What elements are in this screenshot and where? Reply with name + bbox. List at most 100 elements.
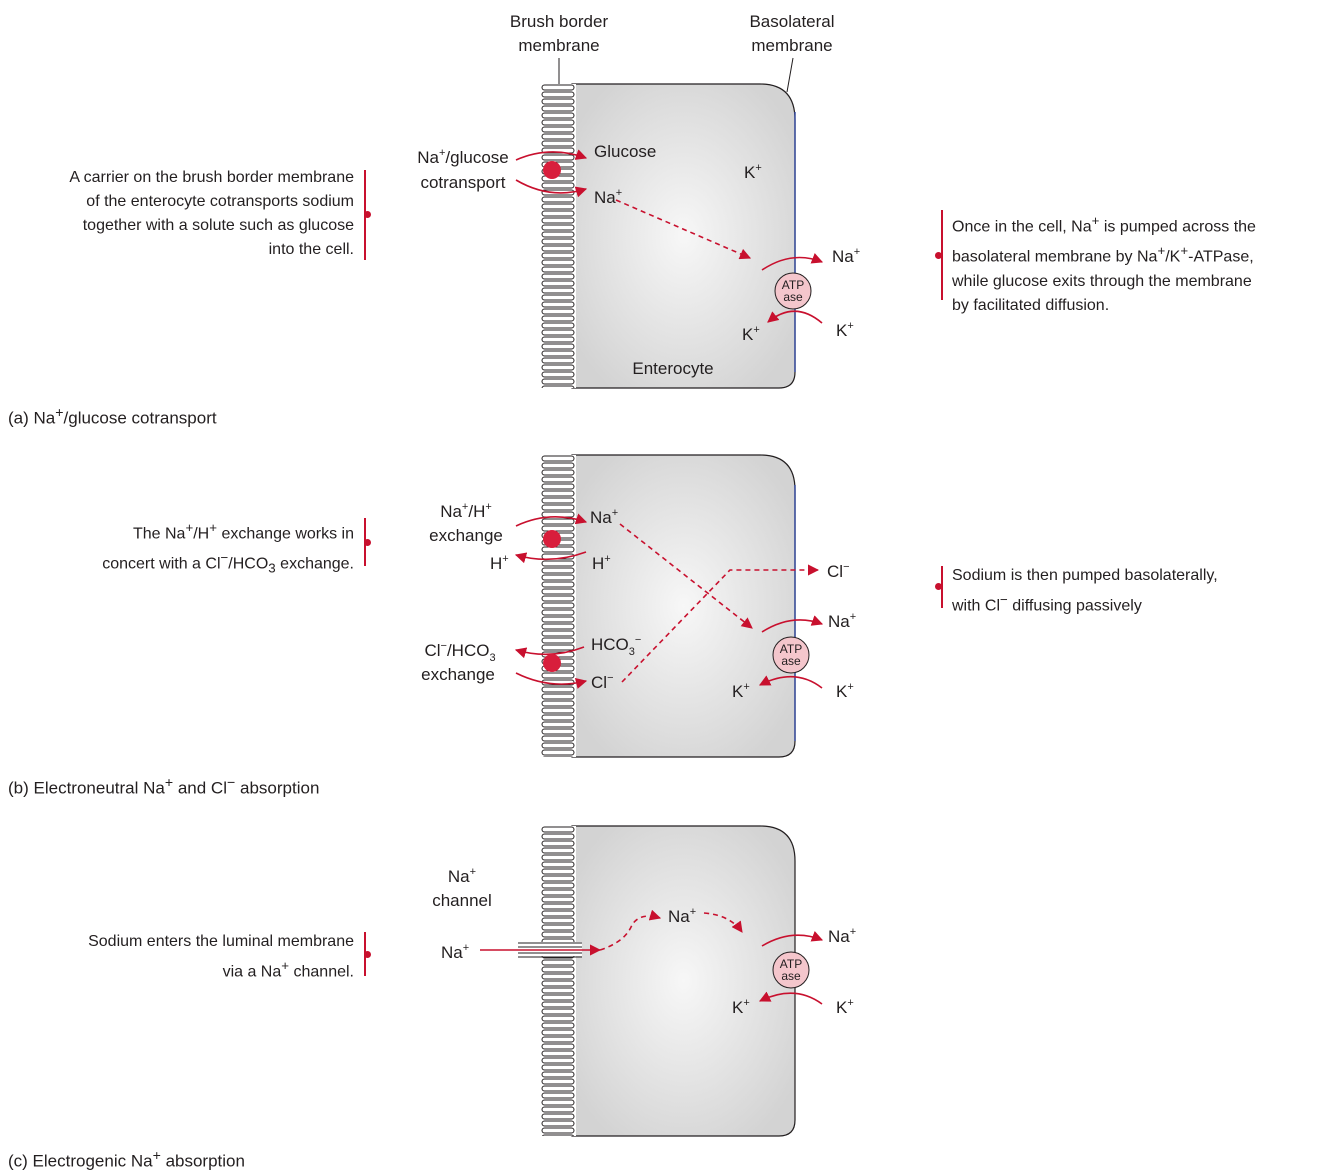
panel-b-labels: Na+/H+ exchange H+ Na+ H+ Cl−/HCO3 excha… [421, 501, 856, 701]
k-in-label: K+ [742, 324, 760, 344]
k-out-label: K+ [836, 320, 854, 340]
note-line: The Na+/H+ exchange works in [132, 520, 354, 543]
cl-in-label: Cl− [591, 672, 614, 692]
note-line: basolateral membrane by Na+/K+-ATPase, [952, 243, 1254, 266]
note-line: while glucose exits through the membrane [952, 272, 1252, 290]
panel-c-labels: Na+ channel Na+ Na+ Na+ K+ K+ [432, 866, 856, 1017]
panel-a-right-note: Once in the cell, Na+ is pumped across t… [952, 209, 1332, 318]
k-pump-in-arrow-b [759, 675, 823, 689]
na-lumen-label: Na+ [441, 942, 469, 962]
cl-in-arrow [515, 672, 588, 689]
na-in-arrow [515, 179, 588, 198]
note-line: together with a solute such as glucose [82, 217, 354, 234]
brush-border-label: Brush border [510, 12, 609, 31]
panel-b-right-bar-dot [935, 583, 942, 590]
panel-a-cell [540, 83, 796, 389]
panel-b-caption: (b) Electroneutral Na+ and Cl− absorptio… [8, 775, 320, 798]
na-h-exchange-label-2: exchange [429, 526, 503, 545]
glucose-label: Glucose [594, 142, 656, 161]
na-channel-label-2: channel [432, 891, 492, 910]
panel-b-arrows [514, 513, 824, 689]
hco3-out-arrow [514, 646, 585, 659]
panel-c-cell [540, 825, 796, 1137]
na-channel [518, 942, 582, 958]
panel-c-left-bar-dot [364, 951, 371, 958]
panel-a-labels: Na+/glucose cotransport Glucose Na+ K+ N… [417, 142, 860, 378]
na-in-label: Na+ [594, 187, 622, 207]
cl-hco3-exchange-label: Cl−/HCO3 [424, 640, 495, 664]
brush-border-microvilli-b [540, 455, 576, 757]
cl-hco3-exchange-label-2: exchange [421, 665, 495, 684]
panel-c-arrows [480, 909, 824, 1005]
note-line: Sodium enters the luminal membrane [88, 933, 354, 950]
svg-text:ATP: ATP [780, 957, 802, 971]
na-out-label: Na+ [832, 246, 860, 266]
na-cell-label: Na+ [668, 906, 696, 926]
h-out-label: H+ [490, 553, 509, 573]
svg-text:ATP: ATP [780, 642, 802, 656]
na-pump-out-arrow-c [761, 931, 824, 947]
note-line: with Cl− diffusing passively [952, 592, 1142, 615]
na-pump-out-arrow [761, 253, 824, 271]
note-line: of the enterocyte cotransports sodium [86, 193, 354, 210]
cotransport-label-2: cotransport [420, 173, 505, 192]
panel-c-left-note: Sodium enters the luminal membrane via a… [10, 930, 354, 984]
na-in-label-b: Na+ [590, 507, 618, 527]
panel-a-left-bar-dot [364, 211, 371, 218]
svg-text:ATP: ATP [782, 278, 804, 292]
na-h-exchanger-dot [543, 530, 561, 548]
na-out-label-c: Na+ [828, 926, 856, 946]
note-line: Sodium is then pumped basolaterally, [952, 567, 1218, 584]
panel-a-left-note: A carrier on the brush border membrane o… [10, 166, 354, 262]
na-diffuse-arrow-c2 [703, 912, 743, 933]
basolateral-leader [786, 57, 794, 93]
k-cell-label: K+ [744, 162, 762, 182]
svg-text:ase: ase [781, 654, 801, 668]
basolateral-label: Basolateral [749, 12, 834, 31]
note-line: A carrier on the brush border membrane [69, 169, 354, 186]
note-line: concert with a Cl−/HCO3 exchange. [102, 550, 354, 576]
glucose-in-arrow [515, 149, 588, 161]
na-pump-out-arrow-b [761, 615, 824, 633]
note-line: Once in the cell, Na+ is pumped across t… [952, 213, 1256, 236]
na-h-exchange-label: Na+/H+ [440, 501, 492, 521]
panel-c-pump: ATP ase [772, 951, 810, 989]
enterocyte-label: Enterocyte [632, 359, 713, 378]
h-in-label: H+ [592, 553, 611, 573]
panel-b-cell [540, 454, 796, 758]
na-in-arrow-b [515, 513, 588, 527]
brush-border-label-2: membrane [518, 36, 599, 55]
na-diffuse-arrow [615, 199, 752, 260]
panel-b-right-bar [941, 566, 943, 608]
svg-text:ase: ase [781, 969, 801, 983]
k-in-label-c: K+ [732, 997, 750, 1017]
note-line: by facilitated diffusion. [952, 296, 1110, 314]
cl-diffuse-arrow [621, 564, 820, 683]
k-in-label-b: K+ [732, 681, 750, 701]
note-line: via a Na+ channel. [222, 958, 354, 981]
brush-border-microvilli-c [540, 826, 576, 1136]
k-pump-in-arrow [767, 310, 823, 324]
na-diffuse-arrow-b [619, 523, 753, 629]
panel-a-right-bar [941, 210, 943, 300]
k-pump-in-arrow-c [758, 991, 823, 1005]
hco3-label: HCO3− [591, 634, 641, 658]
panel-b-left-note: The Na+/H+ exchange works in concert wit… [10, 516, 354, 581]
cotransporter-dot [543, 161, 561, 179]
svg-text:ase: ase [783, 290, 803, 304]
k-out-label-c: K+ [836, 997, 854, 1017]
h-out-arrow [514, 551, 587, 564]
panel-b-pump: ATP ase [772, 636, 810, 674]
brush-border-microvilli [540, 84, 576, 388]
basolateral-label-2: membrane [751, 36, 832, 55]
na-channel-label: Na+ [448, 866, 476, 886]
panel-a-caption: (a) Na+/glucose cotransport [8, 405, 217, 428]
panel-c-caption: (c) Electrogenic Na+ absorption [8, 1148, 245, 1171]
panel-b-left-bar-dot [364, 539, 371, 546]
na-out-label-b: Na+ [828, 611, 856, 631]
cl-out-label: Cl− [827, 561, 850, 581]
cl-hco3-exchanger-dot [543, 654, 561, 672]
cotransport-label: Na+/glucose [417, 147, 509, 167]
panel-a-arrows [515, 149, 824, 324]
